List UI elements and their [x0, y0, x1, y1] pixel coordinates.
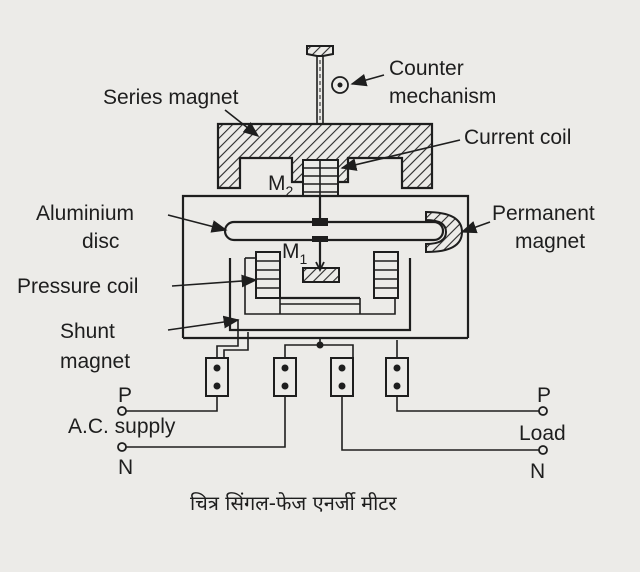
- supply-terminal-n: [117, 442, 127, 452]
- figure-caption: चित्र सिंगल-फेज एनर्जी मीटर: [190, 491, 397, 515]
- supply-terminal-p: [117, 406, 127, 416]
- aluminium-disc: [223, 220, 445, 242]
- label-supply-n: N: [118, 456, 133, 479]
- load-terminal-n: [538, 445, 548, 455]
- terminal-block-2: [273, 357, 297, 397]
- series-magnet: [216, 122, 434, 190]
- label-load-p: P: [537, 384, 551, 407]
- label-load: Load: [519, 422, 566, 445]
- terminal-block-3: [330, 357, 354, 397]
- label-shunt-magnet-2: magnet: [60, 350, 130, 373]
- label-counter-mechanism-2: mechanism: [389, 85, 496, 108]
- label-supply-p: P: [118, 384, 132, 407]
- leader-lines: [167, 73, 491, 331]
- shunt-pole-piece: [302, 267, 340, 283]
- meter-enclosure: [181, 194, 470, 338]
- label-load-n: N: [530, 460, 545, 483]
- terminal-block-1: [205, 357, 229, 397]
- label-pressure-coil: Pressure coil: [17, 275, 138, 298]
- label-m1: M1: [282, 240, 308, 267]
- label-shunt-magnet-1: Shunt: [60, 320, 115, 343]
- label-aluminium-disc-1: Aluminium: [36, 202, 134, 225]
- label-permanent-magnet-1: Permanent: [492, 202, 595, 225]
- label-aluminium-disc-2: disc: [82, 230, 119, 253]
- pressure-coil-left: [255, 251, 281, 299]
- label-counter-mechanism-1: Counter: [389, 57, 464, 80]
- label-permanent-magnet-2: magnet: [515, 230, 585, 253]
- label-current-coil: Current coil: [464, 126, 571, 149]
- label-m2: M2: [268, 172, 294, 199]
- current-coil: [302, 159, 339, 197]
- external-wiring: [125, 396, 540, 451]
- label-series-magnet: Series magnet: [103, 86, 239, 109]
- pressure-coil-right: [373, 251, 399, 299]
- terminal-block-4: [385, 357, 409, 397]
- load-terminal-p: [538, 406, 548, 416]
- permanent-magnet: [425, 210, 464, 254]
- label-ac-supply: A.C. supply: [68, 415, 176, 438]
